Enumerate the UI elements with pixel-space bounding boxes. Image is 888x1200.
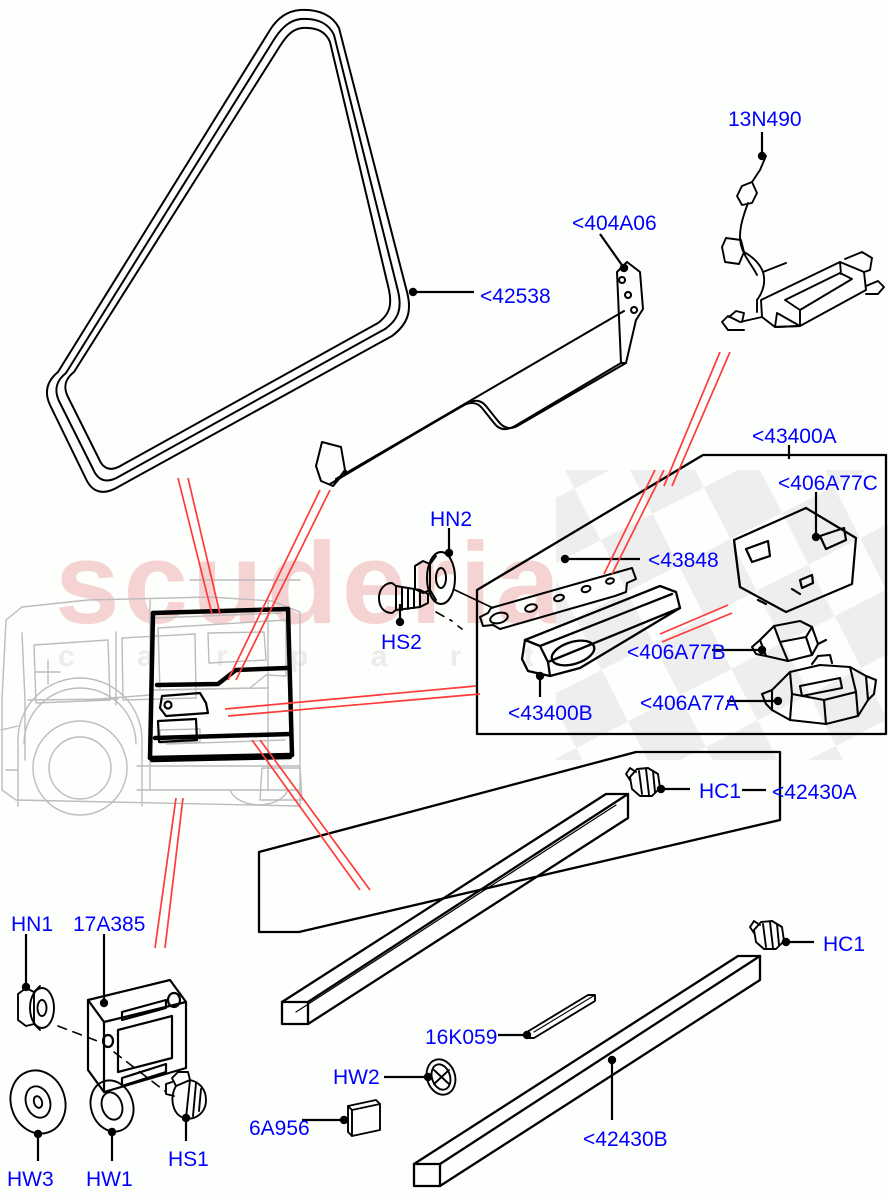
part-label-42430a: <42430A <box>772 781 857 804</box>
part-label-42538: <42538 <box>480 285 551 308</box>
part-label-406a77a: <406A77A <box>640 692 739 715</box>
fastener-label-hw1: HW1 <box>86 1168 133 1191</box>
part-label-43848: <43848 <box>648 549 719 572</box>
fastener-label-hs2: HS2 <box>381 631 422 654</box>
part-label-404a06: <404A06 <box>572 212 657 235</box>
fastener-label-hw3: HW3 <box>7 1168 54 1191</box>
fastener-label-hs1: HS1 <box>168 1148 209 1171</box>
part-label-16k059: 16K059 <box>425 1026 498 1049</box>
part-label-406a77c: <406A77C <box>778 472 878 495</box>
part-label-17a385: 17A385 <box>73 913 146 936</box>
part-label-6a956: 6A956 <box>249 1117 310 1140</box>
fastener-label-hn2: HN2 <box>430 508 473 531</box>
part-label-406a77b: <406A77B <box>627 641 726 664</box>
fastener-label-hc1-upper: HC1 <box>699 780 742 803</box>
part-label-13n490: 13N490 <box>728 108 802 131</box>
part-label-42430b: <42430B <box>583 1128 668 1151</box>
fastener-label-hw2: HW2 <box>333 1066 380 1089</box>
part-label-43400a: <43400A <box>752 425 837 448</box>
part-label-43400b: <43400B <box>508 702 593 725</box>
fastener-label-hc1-lower: HC1 <box>823 933 866 956</box>
fastener-label-hn1: HN1 <box>11 913 54 936</box>
